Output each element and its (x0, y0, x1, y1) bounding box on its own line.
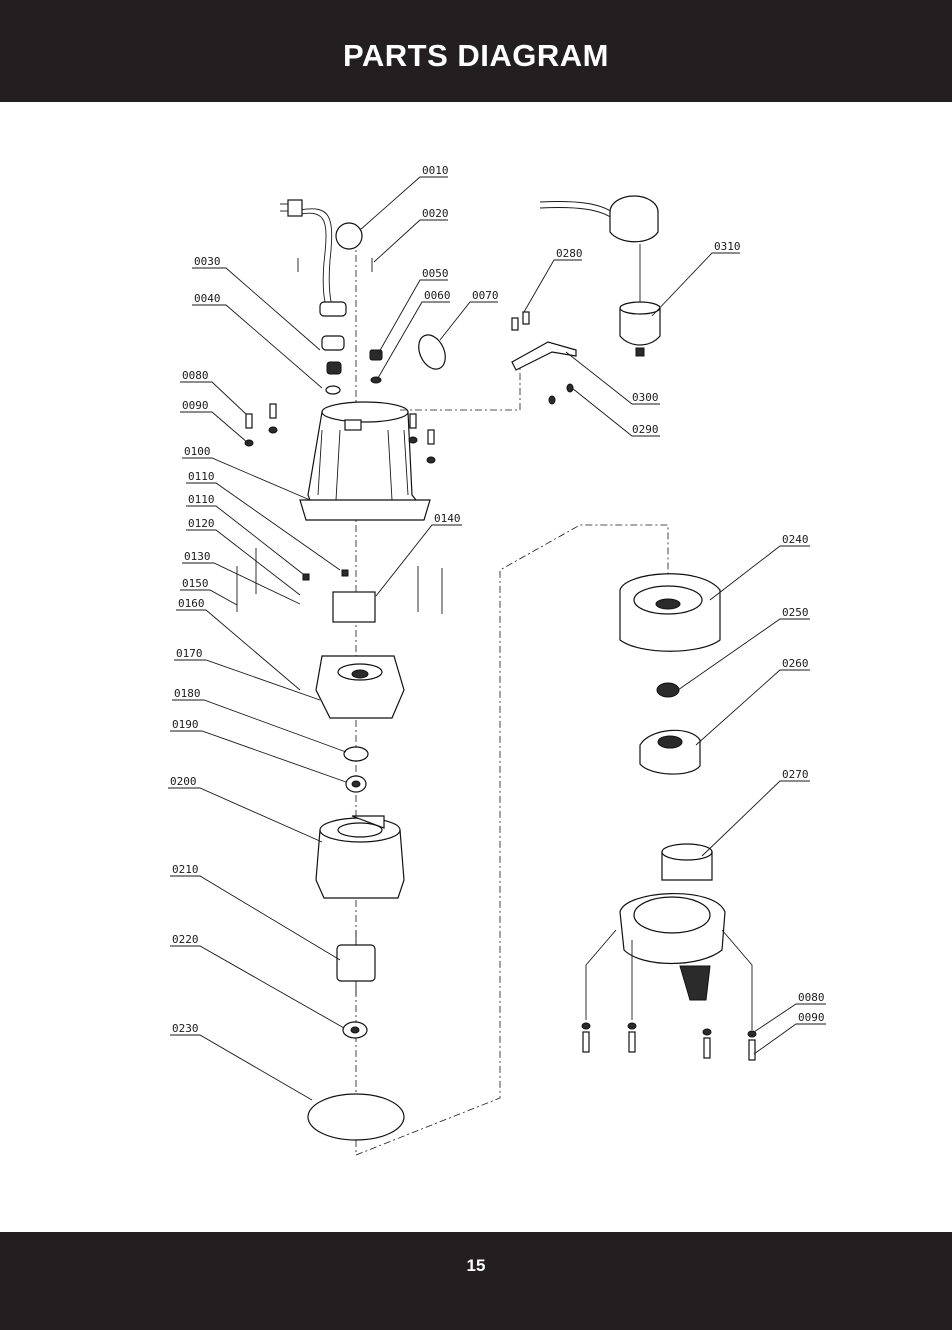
part-label-0130: 0130 (184, 550, 211, 563)
power-cord-illustration (280, 200, 362, 310)
base-screws-illustration (582, 1023, 756, 1060)
part-label-0150: 0150 (182, 577, 209, 590)
part-label-0060: 0060 (424, 289, 451, 302)
part-label-0310: 0310 (714, 240, 741, 253)
part-label-0080-base: 0080 (798, 991, 825, 1004)
switch-bracket-illustration (512, 312, 576, 404)
part-label-0230: 0230 (172, 1022, 199, 1035)
part-label-0190: 0190 (172, 718, 199, 731)
plug-and-oring-illustration (370, 331, 450, 383)
part-label-0030: 0030 (194, 255, 221, 268)
part-label-0040: 0040 (194, 292, 221, 305)
part-label-0270: 0270 (782, 768, 809, 781)
part-label-0160: 0160 (178, 597, 205, 610)
part-label-0240: 0240 (782, 533, 809, 546)
part-label-0220: 0220 (172, 933, 199, 946)
part-label-0110-a: 0110 (188, 470, 215, 483)
part-label-0020: 0020 (422, 207, 449, 220)
part-label-0010: 0010 (422, 164, 449, 177)
part-label-0250: 0250 (782, 606, 809, 619)
switch-connector-line (400, 368, 520, 410)
part-label-0090-base: 0090 (798, 1011, 825, 1024)
stator-illustration (316, 816, 404, 898)
part-label-0210: 0210 (172, 863, 199, 876)
impeller-illustration (640, 730, 700, 774)
impeller-nut-illustration (657, 683, 679, 697)
part-label-0080: 0080 (182, 369, 209, 382)
large-oring-illustration (308, 1094, 404, 1140)
part-label-0180: 0180 (174, 687, 201, 700)
part-label-0300: 0300 (632, 391, 659, 404)
part-label-0260: 0260 (782, 657, 809, 670)
float-switch-illustration (540, 196, 660, 356)
part-label-0050: 0050 (422, 267, 449, 280)
part-label-0140: 0140 (434, 512, 461, 525)
footer-bar (0, 1232, 952, 1330)
volute-cover-illustration (620, 574, 720, 651)
cord-clamp-illustration (298, 258, 372, 394)
upper-bracket-illustration (316, 656, 404, 718)
part-label-0280: 0280 (556, 247, 583, 260)
part-label-0100: 0100 (184, 445, 211, 458)
part-label-0200: 0200 (170, 775, 197, 788)
part-label-0120: 0120 (188, 517, 215, 530)
part-label-0290: 0290 (632, 423, 659, 436)
part-label-0090: 0090 (182, 399, 209, 412)
page-number: 15 (0, 1256, 952, 1276)
tie-rods-illustration (237, 548, 442, 622)
leader-lines (168, 177, 826, 1100)
part-label-0110-b: 0110 (188, 493, 215, 506)
lower-bearing-bore (351, 1027, 359, 1033)
pump-base-illustration (620, 844, 725, 1000)
part-label-0070: 0070 (472, 289, 499, 302)
rotor-illustration (337, 930, 375, 995)
part-label-0170: 0170 (176, 647, 203, 660)
